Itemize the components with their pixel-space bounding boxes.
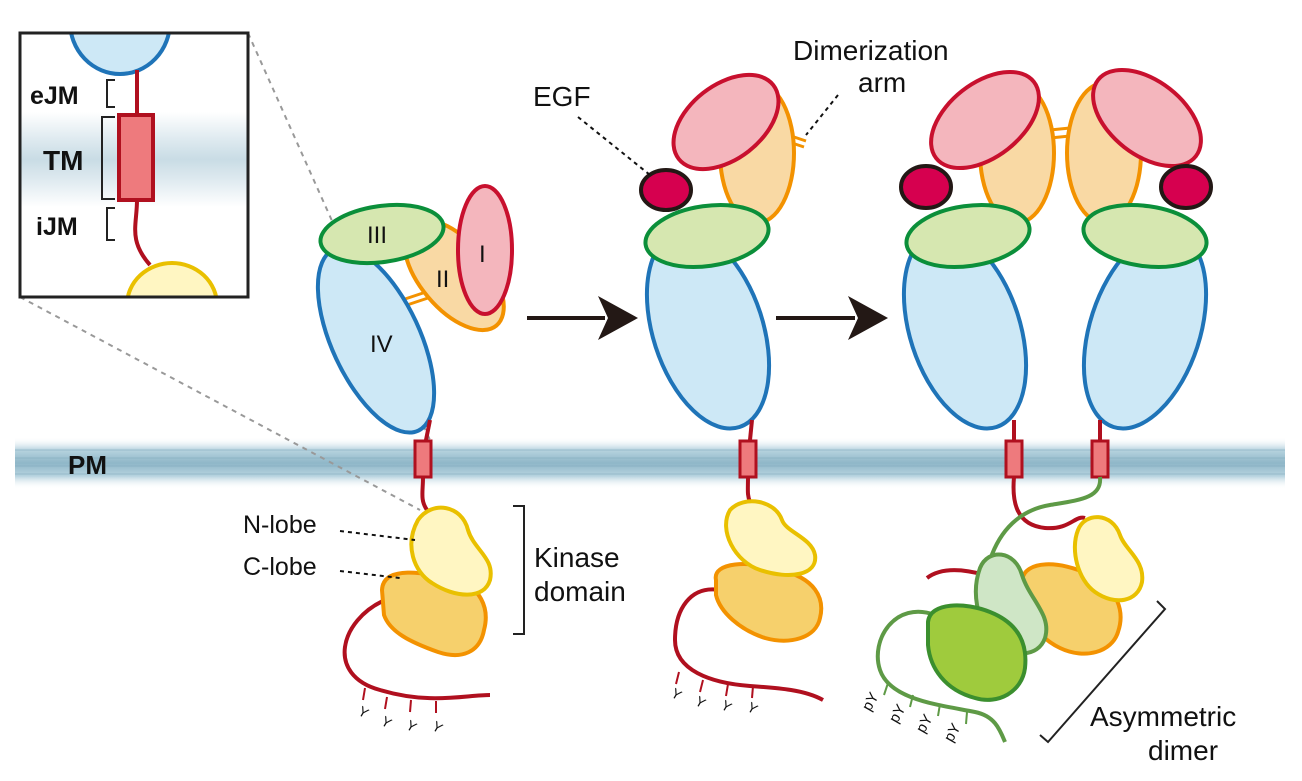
- c-lobe-label: C-lobe: [243, 553, 317, 581]
- inset-ijm-linker: [133, 199, 152, 267]
- inset-domain-iv: [69, 33, 171, 76]
- domain-ii-label: II: [436, 266, 449, 293]
- tyrosine-t2: Y: [379, 713, 396, 732]
- inset-n-lobe: [125, 261, 219, 297]
- dimer-jm-green: [988, 476, 1103, 561]
- dimerization-arm-label-line2: arm: [858, 67, 906, 98]
- receptor-dimer: pY pY pY pY: [859, 67, 1213, 745]
- c-tail-extended: [672, 587, 824, 702]
- phosphotyrosine-3: pY: [913, 712, 937, 736]
- domain-iii-label: III: [367, 222, 387, 249]
- n-lobe-tethered: [409, 505, 493, 597]
- dimer-jm-red: [1011, 476, 1086, 531]
- kinase-label-line2: domain: [534, 576, 626, 607]
- receptor-egf-bound: Y Y Y Y: [639, 72, 824, 718]
- dimer-right-domain-i: [1091, 67, 1203, 169]
- domain-i-label: I: [479, 241, 486, 268]
- inset-panel: eJM TM iJM: [18, 31, 250, 299]
- domain-iv-label: IV: [370, 331, 393, 358]
- domain-iii: [318, 202, 446, 266]
- dimerization-arm-leader: [805, 94, 839, 136]
- arrow-1: [527, 296, 638, 340]
- asymmetric-dimer-bracket: [1039, 600, 1167, 744]
- tyrosine-t1: Y: [356, 703, 373, 722]
- domain-i-extended: [671, 72, 781, 172]
- lobe-leader-lines: [339, 530, 416, 579]
- tm-helix-tethered: [413, 439, 433, 479]
- dimer-left-domain-i: [929, 69, 1041, 171]
- tyrosine-e3: Y: [719, 697, 736, 716]
- phosphotyrosine-2: pY: [886, 702, 910, 726]
- dimer-n-lobe-yellow: [1072, 515, 1145, 603]
- domain-iii-extended: [643, 203, 771, 269]
- tyrosine-t3: Y: [404, 717, 421, 736]
- arrow-2: [776, 296, 888, 340]
- plasma-membrane: [15, 437, 1285, 489]
- asymmetric-dimer-label-line2: dimer: [1148, 735, 1218, 766]
- dimer-left-domain-iii: [904, 203, 1032, 269]
- inset-ejm-label: eJM: [30, 82, 79, 110]
- c-tail-tethered: [342, 598, 491, 701]
- asymmetric-dimer-label-line1: Asymmetric: [1090, 701, 1236, 732]
- egf-label: EGF: [533, 81, 591, 112]
- dimer-right-domain-iii: [1081, 203, 1209, 269]
- n-lobe-extended: [724, 499, 818, 577]
- inset-tm-helix: [117, 113, 155, 202]
- dimer-tm-helix-left: [1004, 439, 1024, 479]
- inset-ijm-label: iJM: [36, 213, 78, 241]
- tm-helix-extended: [738, 439, 758, 479]
- phosphotyrosine-1: pY: [859, 690, 883, 714]
- dimer-c-lobe-green: [926, 603, 1028, 702]
- kinase-bracket: [513, 505, 525, 635]
- tyrosine-e4: Y: [745, 699, 762, 718]
- tyrosine-t4: Y: [430, 718, 447, 737]
- c-lobe-extended: [713, 562, 824, 643]
- tm-linker-tethered: [424, 419, 432, 441]
- receptor-tethered: Y Y Y Y: [315, 184, 514, 737]
- egf-leader: [577, 116, 651, 176]
- tyrosine-e1: Y: [669, 685, 686, 704]
- ijm-linker-extended: [745, 476, 752, 503]
- n-lobe-label: N-lobe: [243, 511, 317, 539]
- domain-i: [456, 184, 514, 316]
- egf-ligand-1: [639, 168, 693, 212]
- phosphotyrosine-4: pY: [941, 721, 965, 745]
- tm-linker-extended: [748, 419, 754, 441]
- dimer-tm-helix-right: [1090, 439, 1110, 479]
- egf-ligand-2: [899, 164, 953, 210]
- dimerization-arm-label-line1: Dimerization: [793, 35, 949, 66]
- egf-ligand-3: [1159, 164, 1213, 210]
- tyrosine-e2: Y: [693, 693, 710, 712]
- ijm-linker-tethered: [420, 476, 429, 512]
- dimer-c-tail-green: [875, 609, 1007, 743]
- inset-tm-label: TM: [43, 145, 83, 176]
- kinase-label-line1: Kinase: [534, 542, 620, 573]
- pm-label: PM: [68, 450, 107, 480]
